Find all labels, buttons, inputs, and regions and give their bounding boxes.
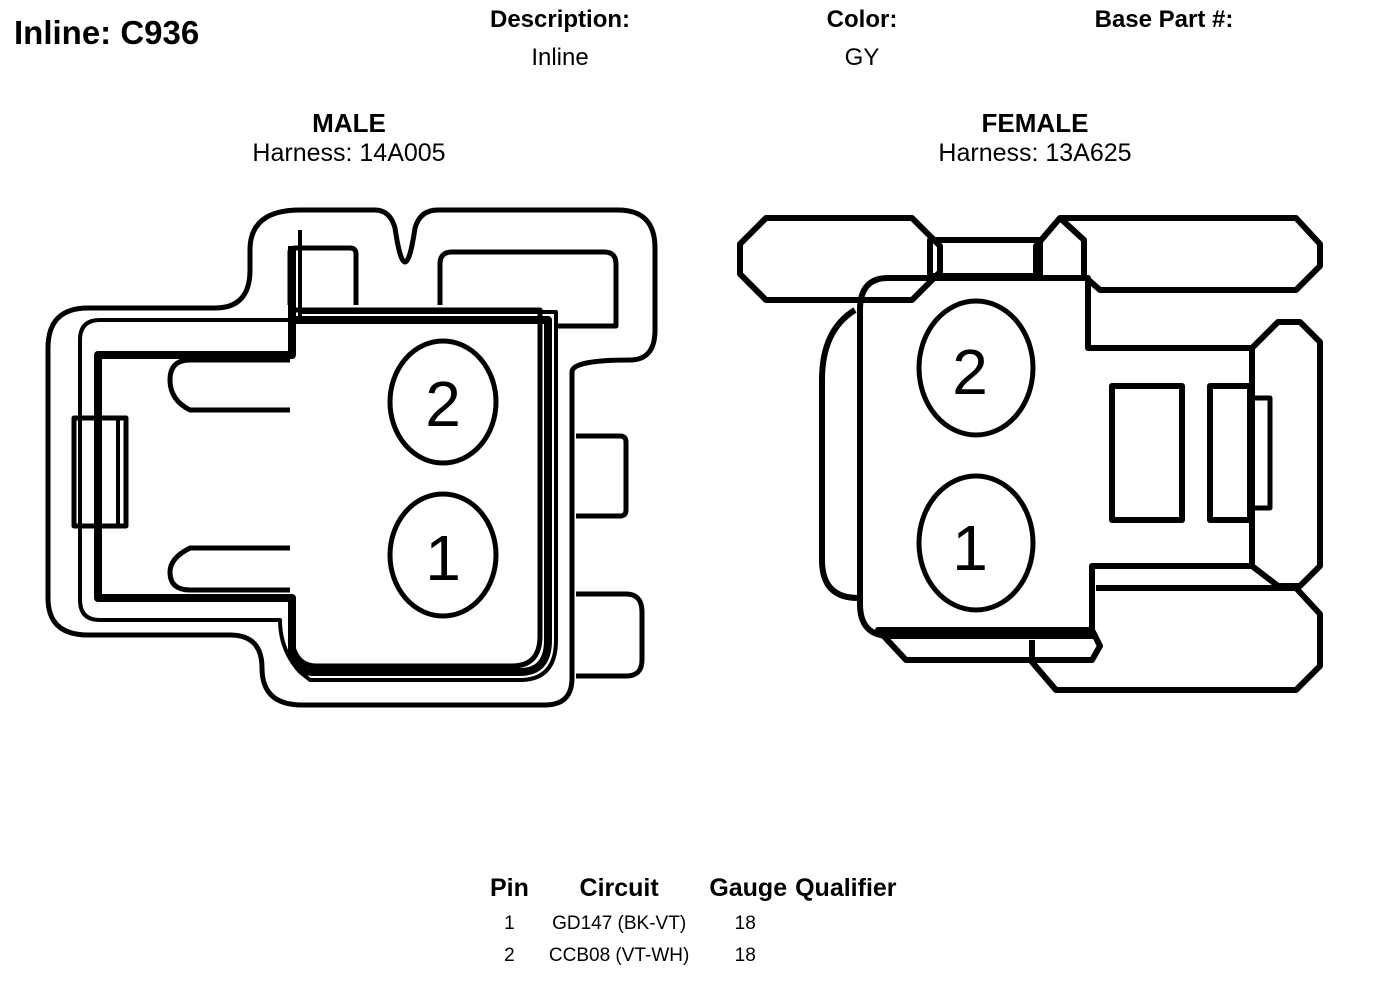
male-top-tab-left <box>287 245 359 305</box>
female-slot-large <box>1109 383 1185 523</box>
female-right-latch <box>1249 319 1323 589</box>
female-top-bridge <box>927 237 1043 279</box>
female-top-right-ear <box>1033 215 1323 293</box>
description-value: Inline <box>531 44 589 71</box>
male-left-latch-top <box>167 357 290 413</box>
male-inner-shroud <box>78 230 558 682</box>
description-label: Description: <box>489 6 630 33</box>
female-bottom-right-ear <box>1029 585 1323 693</box>
gauge-cell: 18 <box>734 945 756 966</box>
pin-header: Pin <box>490 874 529 902</box>
gauge-cell: 18 <box>734 913 756 934</box>
female-slot-tab <box>1247 395 1273 511</box>
female-harness: Harness: 13A625 <box>938 139 1132 167</box>
female-label: FEMALE <box>981 108 1089 138</box>
male-pin-2-label: 2 <box>425 368 461 440</box>
male-pin-1-label: 1 <box>425 522 461 594</box>
base-part-label: Base Part #: <box>1094 6 1234 33</box>
pin-table: Pin Circuit Gauge Qualifier 1 GD147 (BK-… <box>480 874 907 973</box>
pin-cell: 2 <box>504 945 515 966</box>
male-pin-1-circle <box>387 491 499 619</box>
male-body <box>287 307 543 669</box>
female-top-left-ear <box>737 215 943 303</box>
table-row: 2 CCB08 (VT-WH) 18 <box>480 941 907 973</box>
male-left-key <box>71 415 129 529</box>
female-connector-drawing <box>737 215 1323 693</box>
female-slot-small <box>1207 383 1253 523</box>
female-pin-2-circle <box>916 298 1036 438</box>
circuit-cell: GD147 (BK-VT) <box>552 913 687 934</box>
male-outer-shroud <box>45 207 658 708</box>
qualifier-cell <box>791 941 906 973</box>
male-top-tab-right <box>437 249 619 329</box>
female-pin-2-label: 2 <box>952 336 988 408</box>
pin-cell: 1 <box>504 913 515 934</box>
male-label: MALE <box>312 108 386 138</box>
male-harness: Harness: 14A005 <box>252 139 446 167</box>
male-inner-frame <box>94 246 552 676</box>
connector-title: Inline: C936 <box>14 14 200 51</box>
female-bottom-left-ear <box>875 627 1103 663</box>
female-pin-1-circle <box>916 473 1036 613</box>
color-label: Color: <box>826 6 898 33</box>
gauge-header: Gauge <box>709 874 788 902</box>
male-connector-drawing <box>45 207 658 708</box>
pin-table-header-row: Pin Circuit Gauge Qualifier <box>480 874 907 909</box>
female-pin-1-label: 1 <box>952 512 988 584</box>
male-pin-2-circle <box>387 338 499 466</box>
male-right-tab-upper <box>576 433 629 519</box>
color-value: GY <box>844 44 880 71</box>
qualifier-header: Qualifier <box>795 874 897 902</box>
male-left-latch-bottom <box>167 545 290 593</box>
female-left-side <box>819 307 859 601</box>
female-main-body <box>857 275 1255 639</box>
table-row: 1 GD147 (BK-VT) 18 <box>480 909 907 941</box>
circuit-cell: CCB08 (VT-WH) <box>548 945 690 966</box>
circuit-header: Circuit <box>579 874 659 902</box>
male-right-tab-lower <box>576 591 645 679</box>
qualifier-cell <box>791 909 906 941</box>
